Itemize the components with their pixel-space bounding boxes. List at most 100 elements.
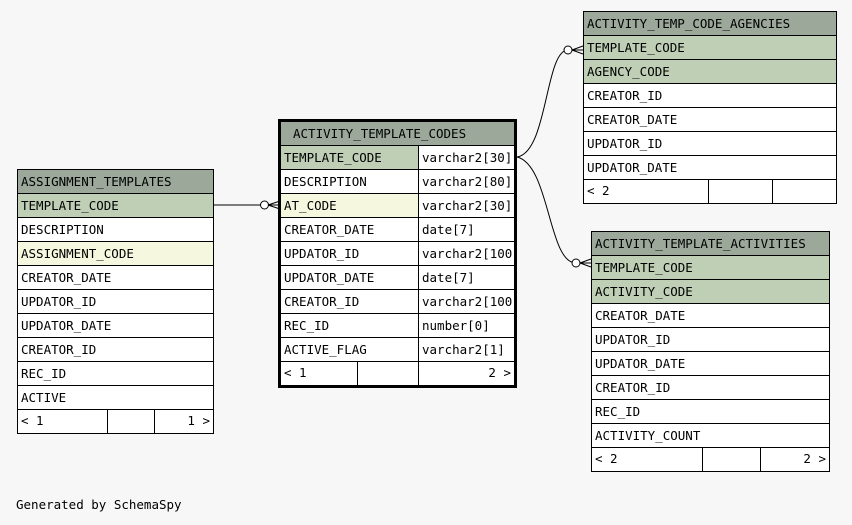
column-name: ACTIVE — [21, 390, 67, 405]
relationship-optional-marker — [563, 45, 573, 55]
column-row[interactable]: AGENCY_CODE — [584, 60, 836, 84]
column-name: UPDATOR_ID — [284, 246, 360, 261]
column-row[interactable]: TEMPLATE_CODE — [584, 36, 836, 60]
table-activity-temp-code-agencies[interactable]: ACTIVITY_TEMP_CODE_AGENCIES TEMPLATE_COD… — [583, 11, 837, 204]
column-row[interactable]: CREATOR_DATE date[7] — [281, 218, 514, 242]
children-count[interactable]: 1 > — [154, 410, 213, 433]
relationship-edge-agencies — [516, 49, 569, 158]
column-row[interactable]: CREATOR_DATE — [18, 266, 213, 290]
children-count[interactable]: 2 > — [418, 362, 514, 385]
column-name: CREATOR_ID — [587, 88, 663, 103]
parents-count[interactable]: < 1 — [284, 365, 307, 380]
table-title[interactable]: ACTIVITY_TEMPLATE_CODES — [281, 122, 514, 146]
column-row[interactable]: ACTIVE — [18, 386, 213, 410]
column-name: ACTIVE_FLAG — [284, 342, 367, 357]
parents-count[interactable]: < 1 — [21, 413, 44, 428]
column-type: varchar2[30] — [418, 146, 514, 169]
column-name: TEMPLATE_CODE — [21, 198, 119, 213]
column-name: UPDATOR_ID — [587, 136, 663, 151]
table-footer: < 1 1 > — [18, 410, 213, 433]
column-row[interactable]: UPDATOR_DATE — [592, 352, 829, 376]
column-row[interactable]: UPDATOR_ID — [584, 132, 836, 156]
column-row[interactable]: ACTIVE_FLAG varchar2[1] — [281, 338, 514, 362]
column-name: UPDATOR_DATE — [595, 356, 686, 371]
column-name: ACTIVITY_COUNT — [595, 428, 701, 443]
column-type: date[7] — [418, 218, 514, 241]
column-row[interactable]: DESCRIPTION varchar2[80] — [281, 170, 514, 194]
column-name: CREATOR_DATE — [587, 112, 678, 127]
column-row[interactable]: REC_ID — [592, 400, 829, 424]
column-row[interactable]: CREATOR_ID varchar2[100] — [281, 290, 514, 314]
table-title[interactable]: ACTIVITY_TEMP_CODE_AGENCIES — [584, 12, 836, 36]
column-name: REC_ID — [284, 318, 330, 333]
column-row[interactable]: ASSIGNMENT_CODE — [18, 242, 213, 266]
relationship-optional-marker — [571, 258, 581, 268]
column-row[interactable]: UPDATOR_ID — [18, 290, 213, 314]
column-name: TEMPLATE_CODE — [587, 40, 685, 55]
footer-spacer — [107, 410, 154, 433]
column-row[interactable]: CREATOR_DATE — [584, 108, 836, 132]
table-footer: < 1 2 > — [281, 362, 514, 385]
column-row[interactable]: UPDATOR_ID varchar2[100] — [281, 242, 514, 266]
column-name: AGENCY_CODE — [587, 64, 670, 79]
column-row[interactable]: UPDATOR_ID — [592, 328, 829, 352]
table-assignment-templates[interactable]: ASSIGNMENT_TEMPLATES TEMPLATE_CODE DESCR… — [17, 169, 214, 434]
generated-by-credit: Generated by SchemaSpy — [16, 497, 182, 512]
column-row[interactable]: REC_ID number[0] — [281, 314, 514, 338]
column-type: varchar2[30] — [418, 194, 514, 217]
column-type: varchar2[100] — [418, 242, 514, 265]
table-footer: < 2 2 > — [592, 448, 829, 471]
footer-spacer — [708, 180, 772, 203]
column-row[interactable]: CREATOR_DATE — [592, 304, 829, 328]
column-name: DESCRIPTION — [21, 222, 104, 237]
footer-spacer — [702, 448, 760, 471]
children-count[interactable] — [772, 180, 836, 203]
column-name: UPDATOR_ID — [595, 332, 671, 347]
column-row[interactable]: TEMPLATE_CODE — [592, 256, 829, 280]
footer-spacer — [357, 362, 418, 385]
column-name: UPDATOR_ID — [21, 294, 97, 309]
column-row[interactable]: UPDATOR_DATE — [584, 156, 836, 180]
column-row[interactable]: ACTIVITY_COUNT — [592, 424, 829, 448]
column-name: CREATOR_DATE — [595, 308, 686, 323]
relationship-edge-activities — [516, 156, 577, 264]
column-row[interactable]: CREATOR_ID — [592, 376, 829, 400]
column-row[interactable]: CREATOR_ID — [18, 338, 213, 362]
column-row[interactable]: CREATOR_ID — [584, 84, 836, 108]
column-name: DESCRIPTION — [284, 174, 367, 189]
column-type: number[0] — [418, 314, 514, 337]
column-name: UPDATOR_DATE — [21, 318, 112, 333]
table-activity-template-activities[interactable]: ACTIVITY_TEMPLATE_ACTIVITIES TEMPLATE_CO… — [591, 231, 830, 472]
column-row[interactable]: REC_ID — [18, 362, 213, 386]
table-footer: < 2 — [584, 180, 836, 203]
column-type: varchar2[1] — [418, 338, 514, 361]
table-title[interactable]: ACTIVITY_TEMPLATE_ACTIVITIES — [592, 232, 829, 256]
column-name: ACTIVITY_CODE — [595, 284, 693, 299]
column-row[interactable]: UPDATOR_DATE — [18, 314, 213, 338]
column-name: AT_CODE — [281, 194, 418, 217]
column-name: REC_ID — [21, 366, 67, 381]
column-name: UPDATOR_DATE — [284, 270, 375, 285]
table-title[interactable]: ASSIGNMENT_TEMPLATES — [18, 170, 213, 194]
column-name: CREATOR_ID — [284, 294, 360, 309]
column-name: CREATOR_DATE — [21, 270, 112, 285]
column-name: UPDATOR_DATE — [587, 160, 678, 175]
parents-count[interactable]: < 2 — [595, 451, 618, 466]
column-row[interactable]: ACTIVITY_CODE — [592, 280, 829, 304]
relationship-crowfoot — [571, 45, 584, 55]
children-count[interactable]: 2 > — [760, 448, 829, 471]
column-type: varchar2[100] — [418, 290, 514, 313]
column-name: CREATOR_ID — [595, 380, 671, 395]
parents-count[interactable]: < 2 — [587, 183, 610, 198]
column-type: varchar2[80] — [418, 170, 514, 193]
column-row[interactable]: TEMPLATE_CODE — [18, 194, 213, 218]
relationship-crowfoot — [579, 258, 592, 268]
column-name: CREATOR_DATE — [284, 222, 375, 237]
column-row[interactable]: DESCRIPTION — [18, 218, 213, 242]
column-name: CREATOR_ID — [21, 342, 97, 357]
